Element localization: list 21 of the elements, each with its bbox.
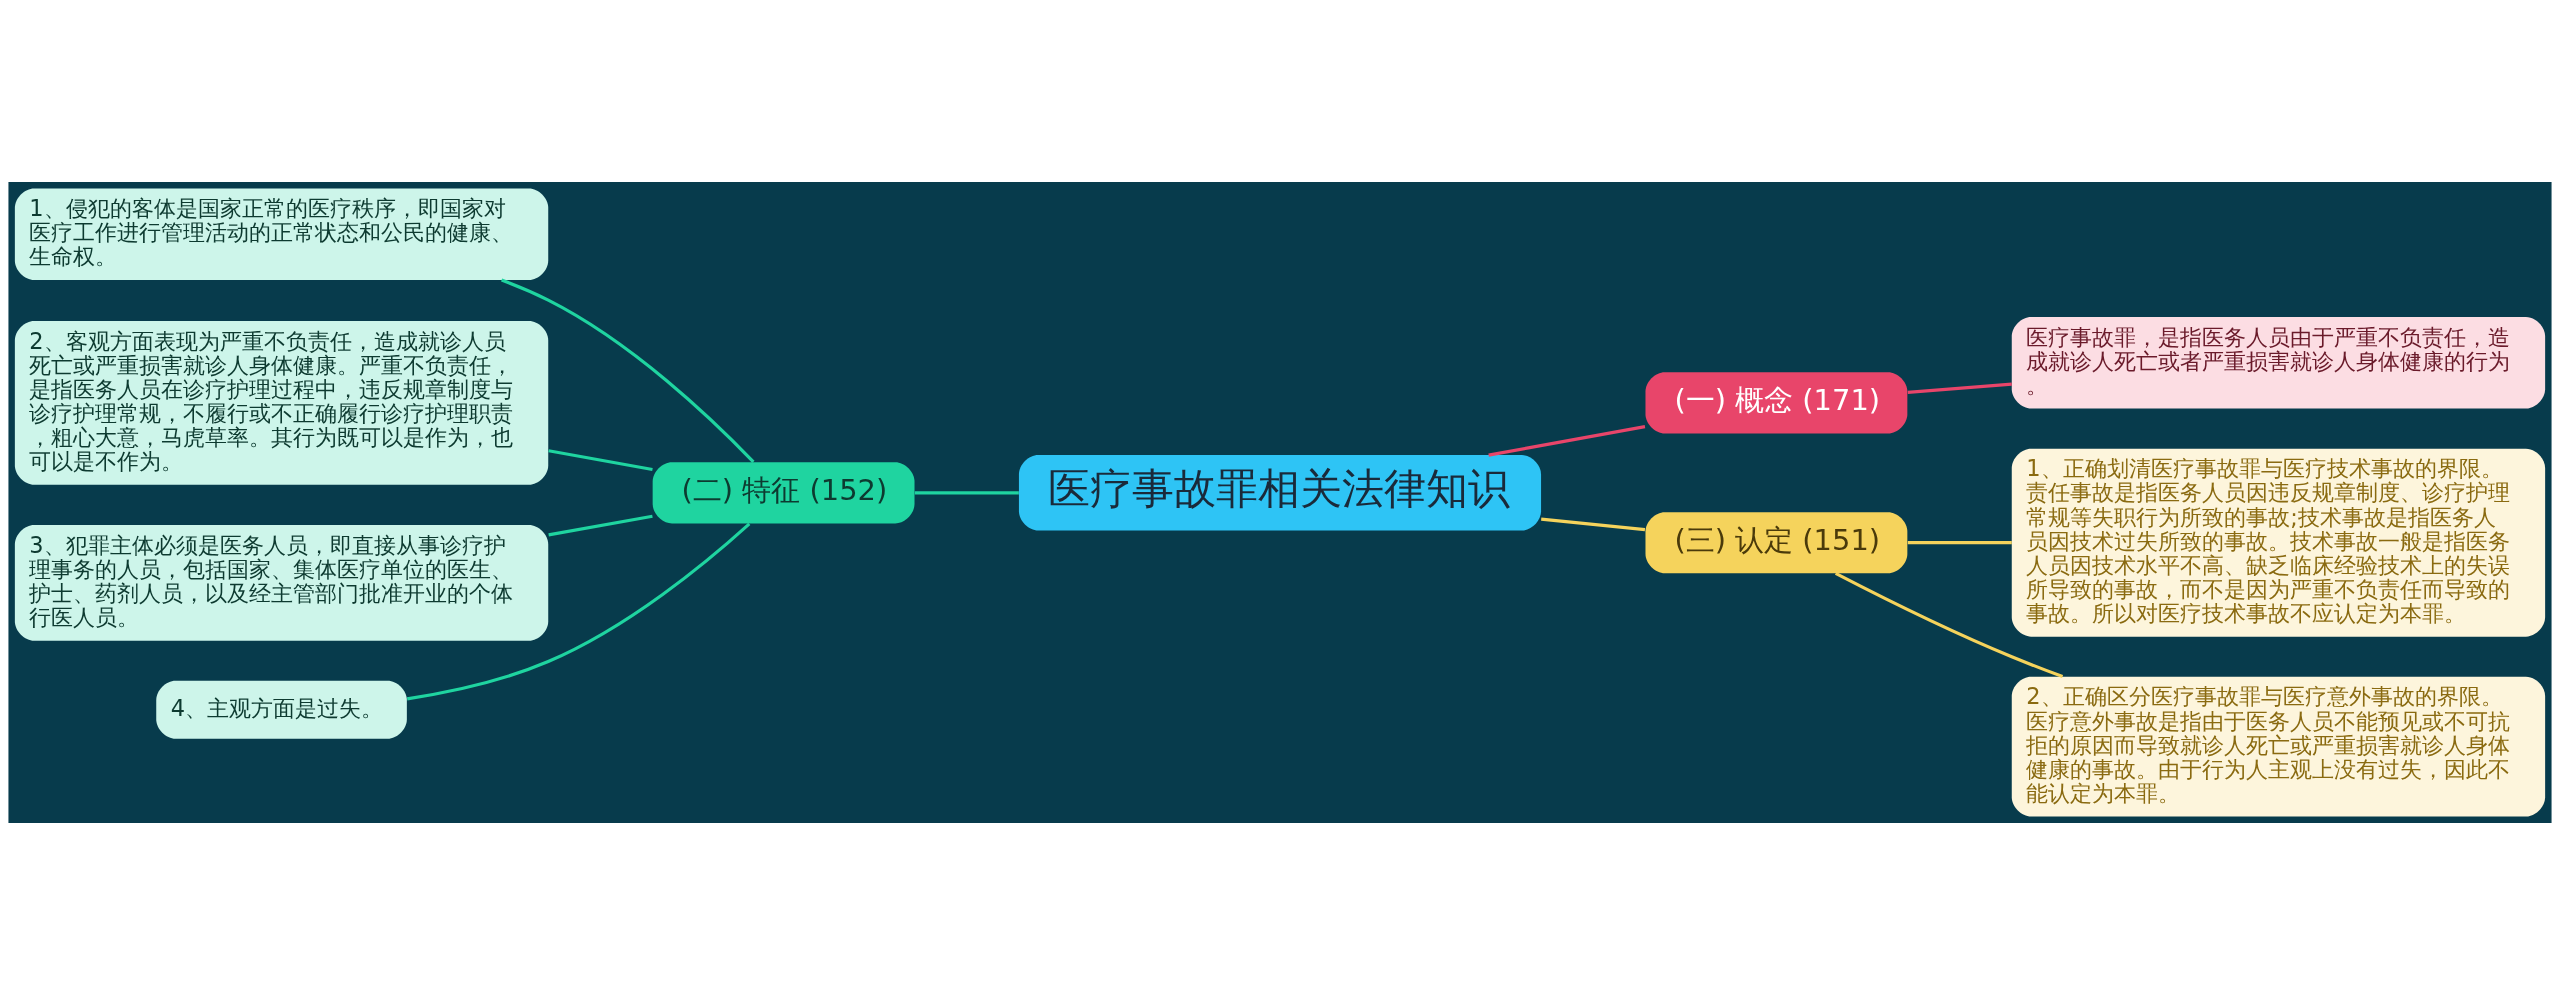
connector [548,514,653,537]
node-box: 医疗事故罪相关法律知识 [1018,455,1542,531]
connector [914,491,1019,495]
connector [501,278,755,463]
node-box: (二) 特征 (152) [652,462,915,524]
node-box: 1、侵犯的客体是国家正常的医疗秩序，即国家对医疗工作进行管理活动的正常状态和公民的健康、生命权。 [14,188,549,280]
node-box: 3、犯罪主体必须是医务人员，即直接从事诊疗护理事务的人员，包括国家、集体医疗单位的医生、护士、药剂人员，以及经主管部门批准开业的个体行医人员。 [14,525,549,641]
node-box: 医疗事故罪，是指医务人员由于严重不负责任，造成就诊人死亡或者严重损害就诊人身体健康的行为。 [2011,316,2546,409]
connector [548,449,653,472]
node-box: 2、客观方面表现为严重不负责任，造成就诊人员死亡或严重损害就诊人身体健康。严重不负责任，是指医务人员在诊疗护理过程中，违反规章制度与诊疗护理常规，不履行或不正确履行诊疗护理职责，粗心大意，马虎草率。其行为既可以是作为，也可以是不作为。 [14,320,549,485]
node-box: 4、主观方面是过失。 [156,680,407,739]
connector [1541,517,1646,532]
node-box: 2、正确区分医疗事故罪与医疗意外事故的界限。医疗意外事故是指由于医务人员不能预见或不可抗拒的原因而导致就诊人死亡或严重损害就诊人身体健康的事故。由于行为人主观上没有过失，因此不能认定为本罪。 [2011,676,2546,817]
connector [1488,425,1646,457]
connector [406,522,751,701]
node-box: (三) 认定 (151) [1645,512,1908,574]
connector [1907,382,2012,395]
connector [1907,541,2012,545]
connector [1834,571,2064,679]
node-box: 1、正确划清医疗事故罪与医疗技术事故的界限。责任事故是指医务人员因违反规章制度、诊疗护理常规等失职行为所致的事故;技术事故是指医务人员因技术过失所致的事故。技术事故一般是指医务人员因技术水平不高、缺乏临床经验技术上的失误所导致的事故，而不是因为严重不负责任而导致的事故。所以对医疗技术事故不应认定为本罪。 [2011,448,2546,637]
node-box: (一) 概念 (171) [1645,372,1908,434]
